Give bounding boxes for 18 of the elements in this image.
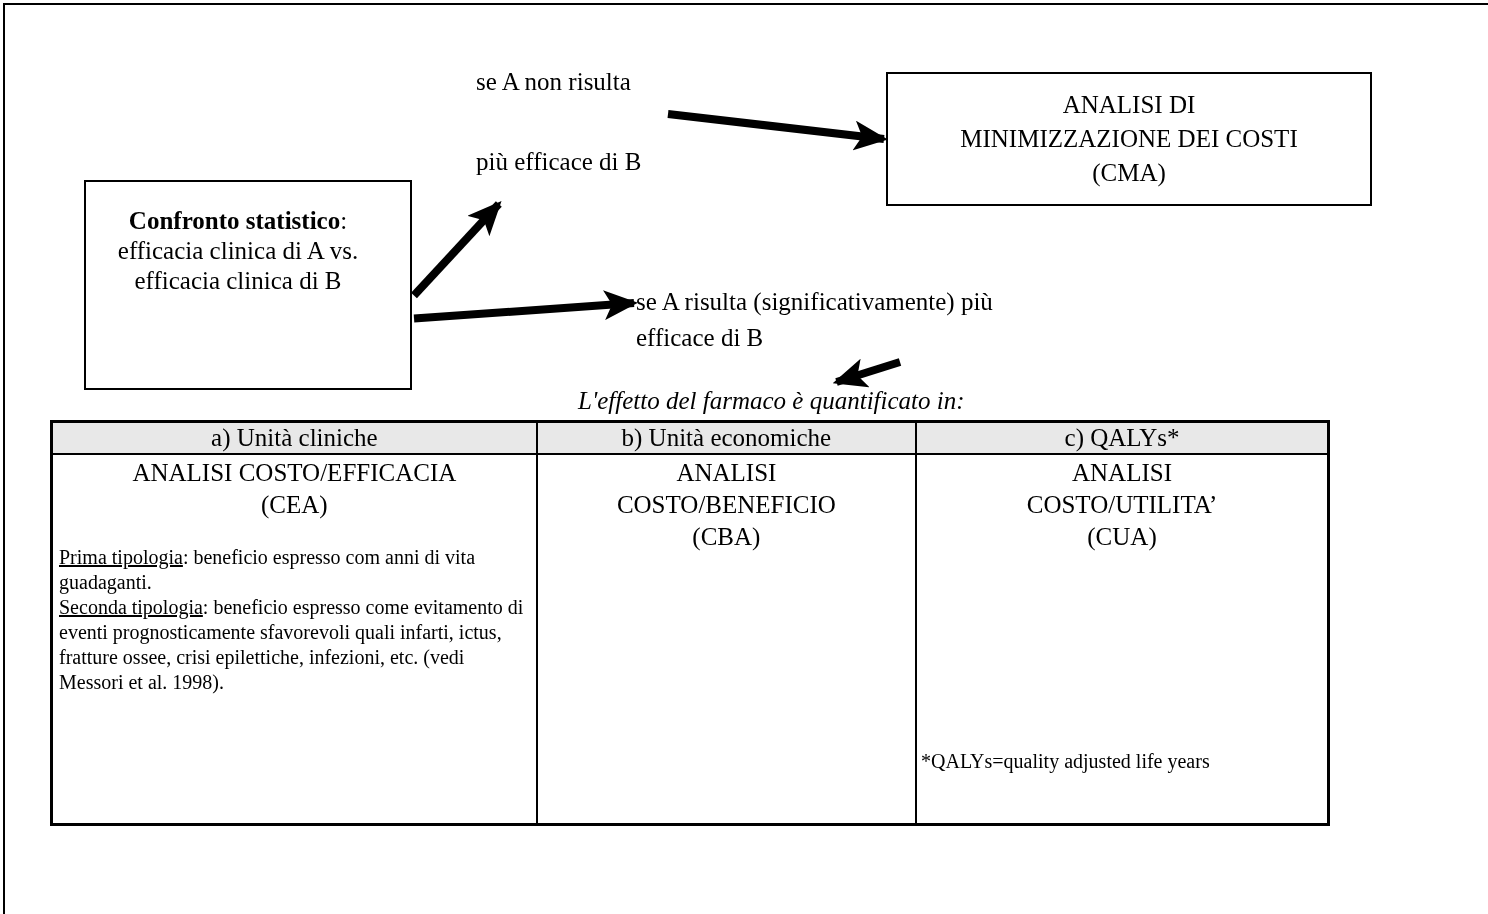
- note-text: Prima tipologia: beneficio espresso com anni di vita guadaganti.: [59, 544, 477, 595]
- condition-text: se A non risulta più efficace di B: [476, 42, 666, 202]
- arrow: [413, 290, 638, 323]
- condition-text: se A risulta (significativamente) più efficace di B: [636, 284, 1076, 360]
- column-header: c) QALYs*: [916, 421, 1329, 454]
- column-header: a) Unità cliniche: [51, 421, 537, 454]
- analysis-title: ANALISI COSTO/EFFICACIA (CEA): [131, 457, 458, 521]
- arrow: [411, 201, 502, 299]
- column-header: b) Unità economiche: [536, 421, 916, 454]
- analysis-title: ANALISI COSTO/BENEFICIO (CBA): [615, 457, 837, 553]
- caption-text: L'effetto del farmaco è quantificato in:: [578, 384, 1048, 424]
- arrow: [832, 358, 902, 388]
- result-box: ANALISI DI MINIMIZZAZIONE DEI COSTI (CMA): [886, 72, 1372, 206]
- note-text: Seconda tipologia: beneficio espresso come evitamento di eventi prognosticamente sfavorevoli quali infarti, ictus, fratture ossee, crisi epilettiche, infezioni, etc. (vedi Messori et al. 1998).: [59, 594, 525, 695]
- process-box: Confronto statistico: efficacia clinica di A vs. efficacia clinica di B: [84, 180, 412, 390]
- analysis-title: ANALISI COSTO/UTILITA’ (CUA): [1025, 457, 1219, 553]
- footnote-text: *QALYs=quality adjusted life years: [921, 748, 1210, 774]
- arrow: [667, 110, 888, 151]
